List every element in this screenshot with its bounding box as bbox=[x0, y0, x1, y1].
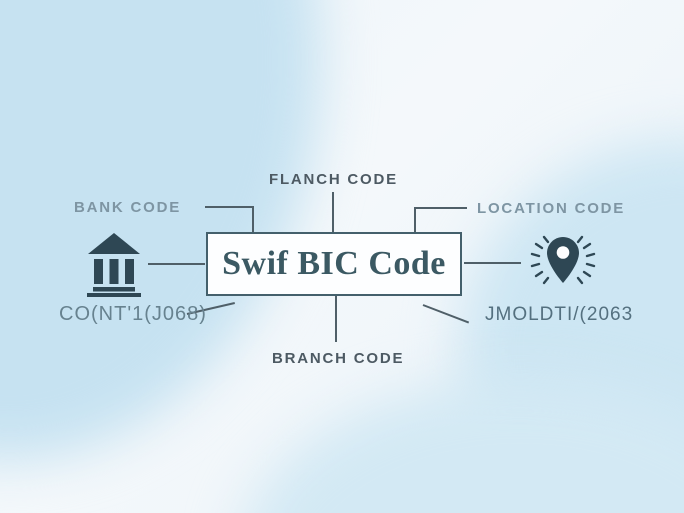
label-location-code: LOCATION CODE bbox=[477, 200, 626, 217]
connector-bottom-center bbox=[335, 296, 337, 342]
connector-location-icon bbox=[464, 262, 521, 264]
connector-top-left-vertical bbox=[252, 206, 254, 233]
label-flanch-code: FLANCH CODE bbox=[269, 171, 398, 188]
connector-bottom-right-diagonal bbox=[422, 304, 470, 324]
background-blob-bottom bbox=[240, 380, 684, 513]
background-blob-top-left bbox=[0, 0, 320, 460]
label-branch-code: BRANCH CODE bbox=[272, 350, 405, 367]
connector-bank-icon bbox=[148, 263, 205, 265]
location-pin-icon bbox=[530, 235, 596, 285]
connector-top-center bbox=[332, 192, 334, 232]
label-location-value-garbled: JMOLDTI/(2063 bbox=[485, 304, 634, 325]
label-country-code-garbled: CO(NT'1(J068) bbox=[59, 303, 207, 325]
connector-top-right-vertical bbox=[414, 207, 416, 233]
bank-building-icon bbox=[87, 233, 141, 297]
label-bank-code: BANK CODE bbox=[74, 199, 182, 216]
center-title: Swif BIC Code bbox=[222, 245, 446, 282]
connector-top-right-horizontal bbox=[414, 207, 467, 209]
connector-top-left-horizontal bbox=[205, 206, 254, 208]
center-title-box: Swif BIC Code bbox=[206, 232, 462, 296]
